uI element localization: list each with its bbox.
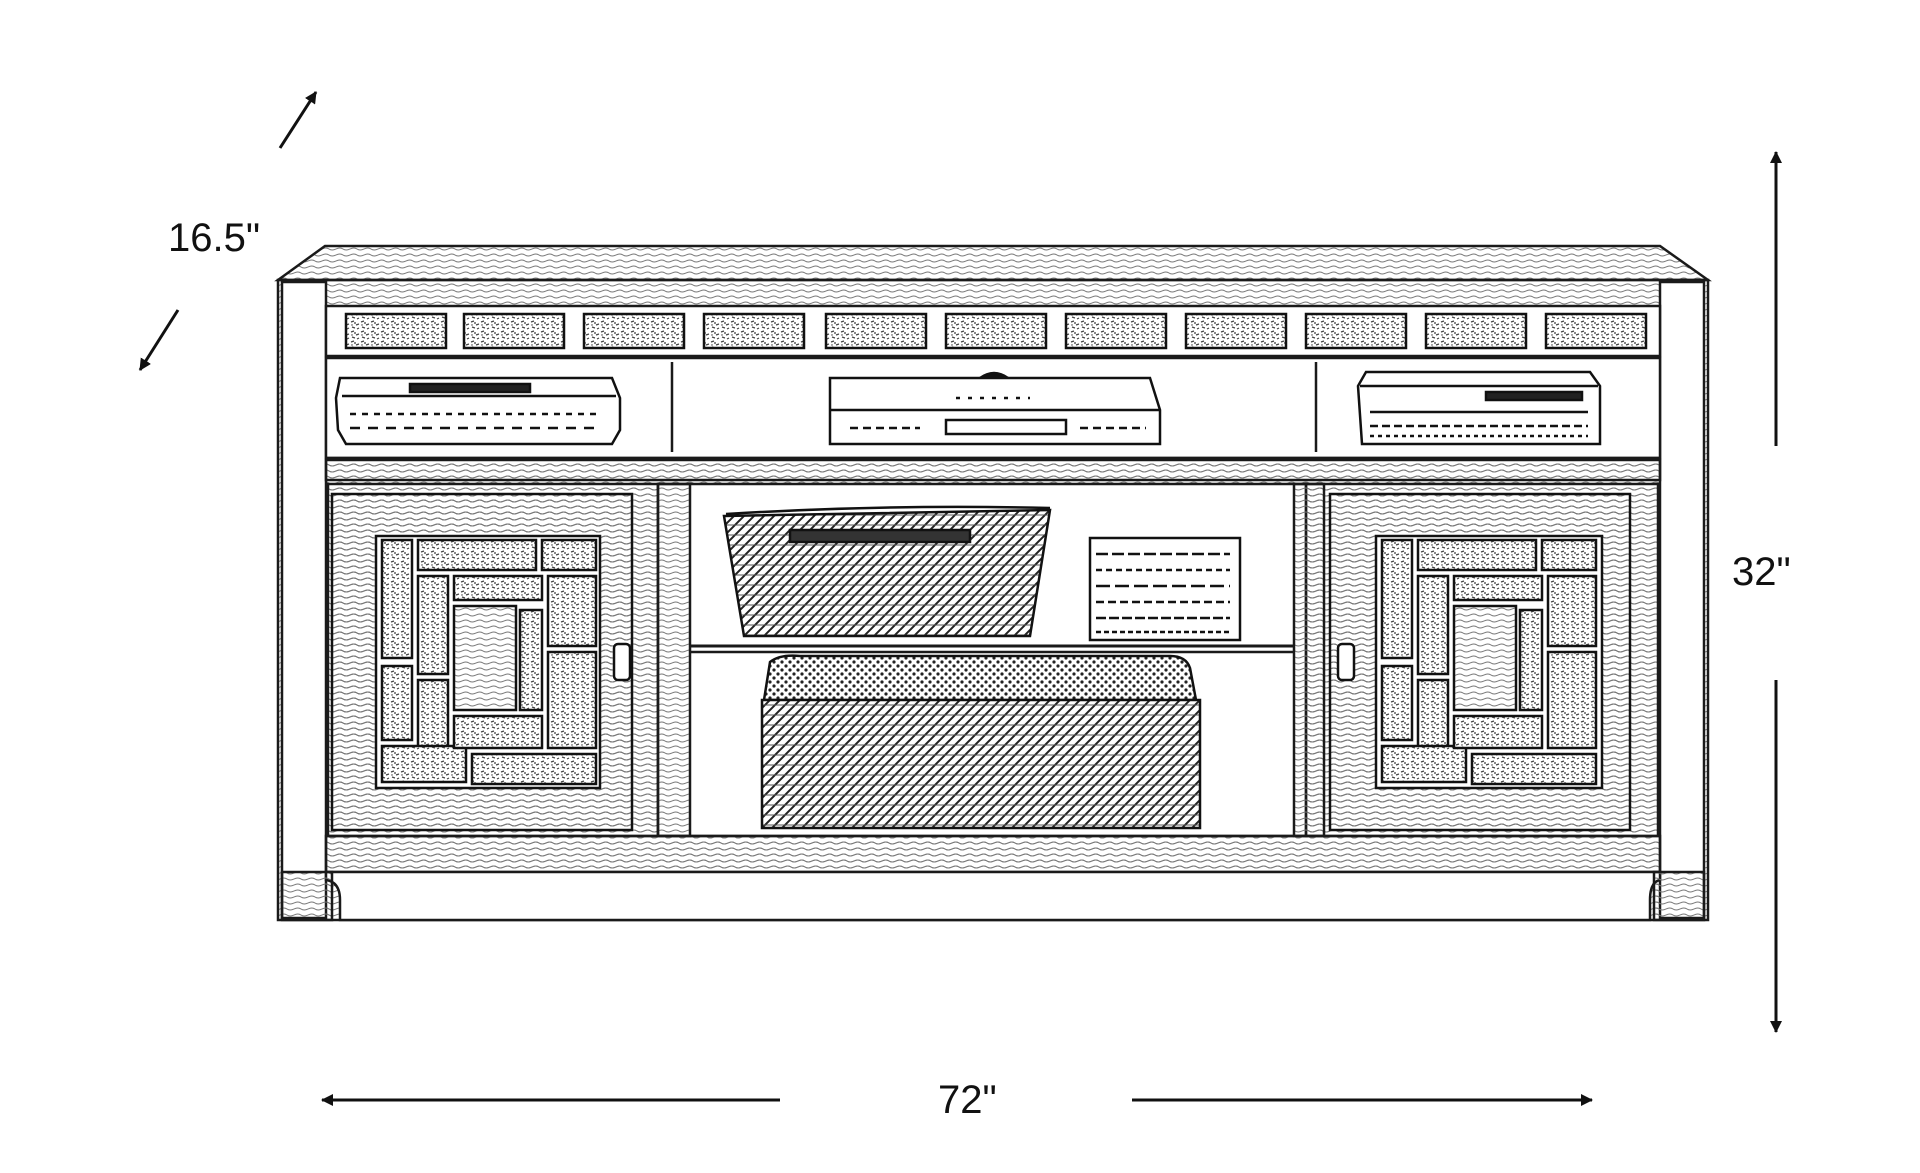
depth-dimension-label: 16.5" xyxy=(168,216,261,260)
large-basket xyxy=(760,654,1202,830)
center-media-player xyxy=(828,371,1162,446)
small-basket xyxy=(722,505,1052,638)
console-top xyxy=(274,244,1712,282)
left-door-handle-icon xyxy=(612,642,632,682)
left-door xyxy=(330,492,634,832)
bottom-rail xyxy=(324,834,1662,874)
right-media-player xyxy=(1356,370,1602,446)
bottom-apron xyxy=(324,870,1662,922)
depth-dimension-arrows xyxy=(138,91,318,371)
right-door xyxy=(1328,492,1632,832)
left-post xyxy=(280,280,328,920)
depth-arrow-up-icon xyxy=(278,91,318,149)
right-leg xyxy=(1652,870,1706,922)
width-dimension-label: 72" xyxy=(938,1078,997,1122)
right-door-handle-icon xyxy=(1336,642,1356,682)
right-post xyxy=(1658,280,1706,920)
upper-rail xyxy=(324,458,1662,482)
depth-arrow-down-icon xyxy=(138,309,180,371)
height-dimension-label: 32" xyxy=(1732,550,1791,594)
left-leg xyxy=(280,870,334,922)
media-stack xyxy=(1088,536,1242,642)
tile-row xyxy=(344,312,1648,350)
left-media-player xyxy=(334,376,622,446)
